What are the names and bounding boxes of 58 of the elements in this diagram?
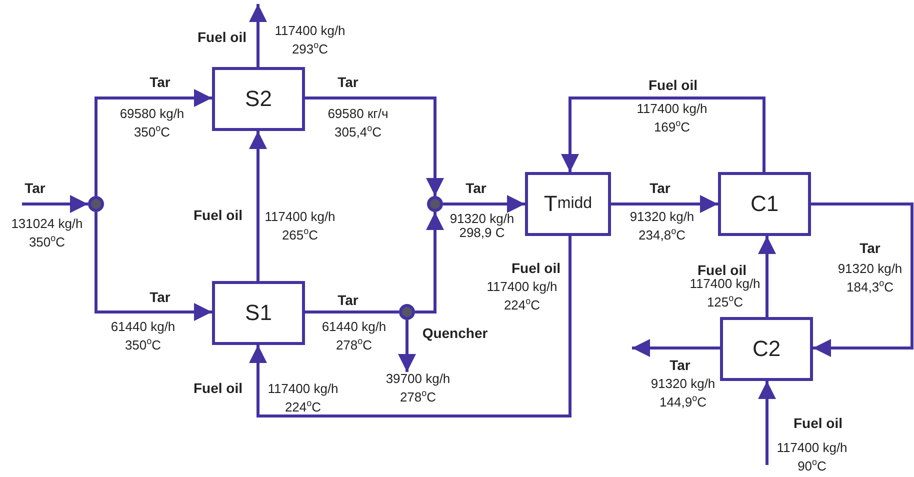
flow-line [305,96,444,196]
flow-line [249,131,267,281]
exchanger-box: S1 [212,281,305,345]
exchanger-box: C2 [720,317,813,381]
edge-label: Tar [22,180,48,196]
stream-data: 69580 кг/ч 305,4$^{o}$C [326,107,390,140]
junction-dot [427,196,443,212]
stream-name: Fuel oil [192,381,244,395]
edge-label: Tar [464,180,488,196]
edge-label: Quencher [420,325,490,341]
exchanger-box: S2 [212,67,305,131]
stream-data: 91320 kg/h 234,8$^{o}$C [628,210,696,242]
edge-label: Tar [668,357,692,373]
flow-line [758,236,776,317]
edge-label: Fuel oil [696,262,748,278]
edge-label: Fuel oil [646,77,700,93]
stream-data: 131024 kg/h 350$^{o}$C [10,217,84,250]
flow-line [443,195,525,213]
stream-data: 117400 kg/h 90$^{o}$C [776,441,848,474]
stream-data: 61440 kg/h 278$^{o}$C [320,320,388,352]
stream-data: 91320 kg/h 298,9 C [448,212,516,240]
stream-data: 117400 kg/h 224$^{o}$C [486,280,558,312]
stream-data: 91320 kg/h 184,3$^{o}$C [836,262,904,294]
flow-line [415,212,444,314]
edge-label: Fuel oil [196,29,248,45]
flow-line [611,195,718,213]
junction-dot [88,196,104,212]
stream-data: 69580 kg/h 350$^{o}$C [118,107,186,140]
junction-dot [399,304,415,320]
stream-data: 39700 kg/h 278$^{o}$C [370,372,466,402]
stream-data: 117400 kg/h 265$^{o}$C [264,210,336,242]
edge-label: Tar [858,240,882,256]
exchanger-box: C1 [718,172,811,236]
edge-label: Tar [148,74,172,90]
flow-line [94,212,212,321]
flow-arrow [22,195,88,213]
edge-label: Fuel oil [510,260,562,276]
flow-arrow [632,339,720,357]
stream-data: 91320 kg/h 144,9$^{o}$C [650,377,716,410]
stream-data: 117400 kg/h 293$^{o}$C [274,24,346,56]
stream-data: 61440 kg/h 350$^{o}$C [110,320,176,352]
edge-label: Tar [648,180,672,196]
flow-line [561,96,766,172]
stream-data: 117400 kg/h 224$^{o}$C [266,382,340,414]
edge-label: Tar [336,292,360,308]
edge-label: Fuel oil [792,415,844,431]
flow-arrow [249,4,267,67]
edge-label: Fuel oil [192,207,244,223]
flow-arrow [758,381,776,465]
flow-line [94,89,212,196]
flow-line [305,310,399,314]
edge-label: Tar [148,289,172,305]
flow-line [398,320,416,372]
stream-data: 117400 kg/h 125$^{o}$C [688,277,762,310]
flow-line [249,236,572,418]
stream-data: 117400 kg/h 169$^{o}$C [636,102,708,134]
flow-line [811,202,914,357]
edge-label: Tar [336,74,360,90]
